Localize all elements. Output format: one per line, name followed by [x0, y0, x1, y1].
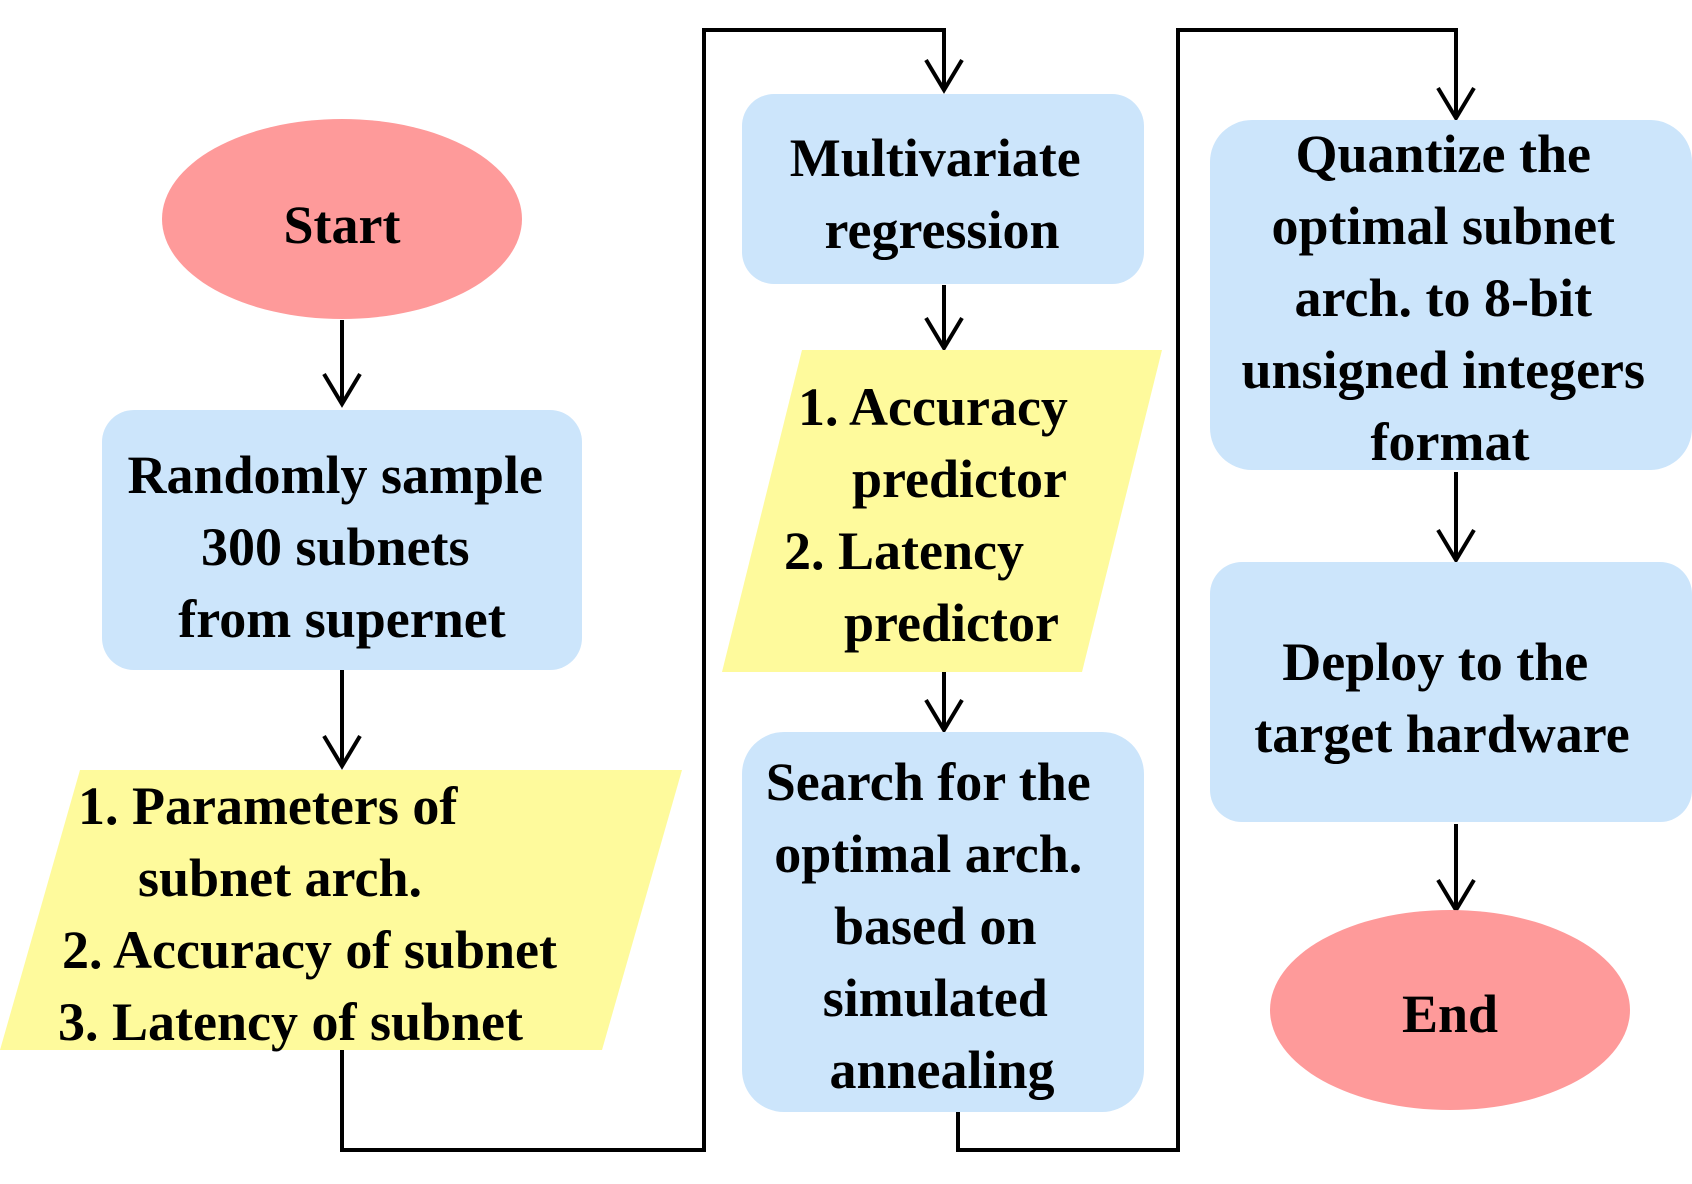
process-shape [742, 94, 1144, 284]
node-regression-text: Multivariate regression [790, 128, 1094, 260]
node-dataset: 1. Parameters of subnet arch. 2. Accurac… [0, 770, 682, 1052]
node-dataset-line: subnet arch. [138, 848, 422, 908]
process-shape [1210, 120, 1692, 470]
arrowhead-icon [1436, 86, 1476, 122]
process-shape [102, 410, 582, 670]
node-start: Start [162, 119, 522, 319]
node-dataset-line: 1. Parameters of [78, 776, 458, 836]
node-predictors: 1. Accuracy predictor 2. Latency predict… [722, 350, 1162, 672]
data-shape [722, 350, 1162, 672]
node-deploy-text: Deploy to the target hardware [1254, 632, 1629, 764]
edge-search-to-quantize [956, 28, 1458, 1152]
node-sample-line: from supernet [178, 589, 505, 649]
node-quantize-line: Quantize the [1296, 124, 1591, 184]
connectors [322, 28, 1476, 1152]
node-sample-text: Randomly sample 300 subnets from superne… [127, 445, 556, 649]
arrowhead-icon [322, 372, 362, 408]
arrowhead-icon [924, 698, 964, 734]
node-search-line: based on [834, 896, 1037, 956]
data-shape [0, 770, 682, 1050]
process-shape [1210, 562, 1692, 822]
edge-dataset-to-regression [340, 28, 946, 1152]
node-dataset-line: 3. Latency of subnet [58, 992, 523, 1052]
node-quantize: Quantize the optimal subnet arch. to 8-b… [1210, 120, 1692, 472]
node-regression: Multivariate regression [742, 94, 1144, 284]
terminal-shape [162, 119, 522, 319]
arrowhead-icon [322, 734, 362, 770]
node-quantize-text: Quantize the optimal subnet arch. to 8-b… [1241, 124, 1658, 472]
node-search-line: annealing [829, 1040, 1054, 1100]
node-sample: Randomly sample 300 subnets from superne… [102, 410, 582, 670]
node-search-text: Search for the optimal arch. based on si… [766, 752, 1104, 1100]
terminal-shape [1270, 910, 1630, 1110]
node-search-line: simulated [823, 968, 1048, 1028]
node-predictors-line: 2. Latency [784, 521, 1024, 581]
arrowhead-icon [1436, 528, 1476, 564]
node-quantize-line: arch. to 8-bit [1295, 268, 1592, 328]
node-quantize-line: optimal subnet [1271, 196, 1615, 256]
node-predictors-line: 1. Accuracy [798, 377, 1068, 437]
node-dataset-line: 2. Accuracy of subnet [62, 920, 557, 980]
node-search-line: Search for the [766, 752, 1091, 812]
node-start-text: Start [284, 195, 401, 255]
node-sample-line: 300 subnets [201, 517, 470, 577]
arrowhead-icon [1436, 878, 1476, 914]
node-dataset-text: 1. Parameters of subnet arch. 2. Accurac… [58, 776, 570, 1052]
node-search-line: optimal arch. [774, 824, 1082, 884]
node-end: End [1270, 910, 1630, 1110]
node-deploy: Deploy to the target hardware [1210, 562, 1692, 822]
node-quantize-line: unsigned integers [1241, 340, 1645, 400]
arrowhead-icon [924, 316, 964, 352]
node-start-line: Start [284, 195, 401, 255]
process-shape [742, 732, 1144, 1112]
node-predictors-text: 1. Accuracy predictor 2. Latency predict… [784, 377, 1081, 653]
node-sample-line: Randomly sample [127, 445, 543, 505]
arrowhead-icon [924, 58, 964, 94]
node-deploy-line: Deploy to the [1282, 632, 1588, 692]
node-quantize-line: format [1371, 412, 1530, 472]
node-predictors-line: predictor [852, 449, 1066, 509]
node-end-line: End [1402, 984, 1498, 1044]
node-regression-line: regression [825, 200, 1060, 260]
node-end-text: End [1402, 984, 1498, 1044]
node-regression-line: Multivariate [790, 128, 1081, 188]
node-search: Search for the optimal arch. based on si… [742, 732, 1144, 1112]
node-deploy-line: target hardware [1254, 704, 1629, 764]
node-predictors-line: predictor [844, 593, 1059, 653]
